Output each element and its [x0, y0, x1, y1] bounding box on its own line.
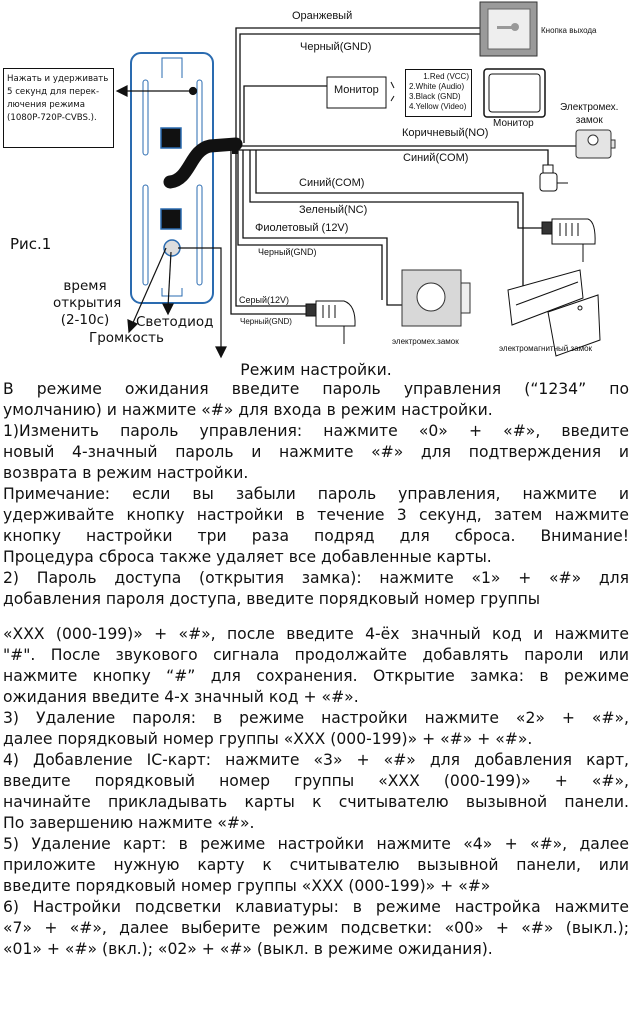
text-line: Примечание: если вы забыли пароль управл… [3, 485, 629, 503]
text-line: ожидания введите 4-х значный код + «#». [3, 688, 359, 706]
monitor-label: Монитор [493, 118, 534, 129]
wire-label-gray-12v: Серый(12V) [239, 295, 290, 305]
wire-label-violet-12v: Фиолетовый (12V) [255, 222, 349, 234]
power-adapter-2 [541, 218, 596, 262]
monitor-box-label: Монитор [334, 84, 379, 96]
text-line: удерживайте кнопку настройки в течение 3… [3, 506, 629, 524]
text-line: 6) Настройки подсветки клавиатуры: в реж… [3, 898, 629, 916]
text-line: приложите нужную карту к считывателю выз… [3, 856, 629, 874]
open-time-line: время [63, 278, 107, 294]
instructions: Режим настройки. В режиме ожидания введи… [3, 361, 629, 960]
led-label: Светодиод [136, 314, 214, 330]
text-line: возврата в режим настройки. [3, 464, 249, 482]
paragraph: 5) Удаление карт: в режиме настройки наж… [3, 834, 629, 897]
text-line: начинайте прикладывать карты к считывате… [3, 793, 629, 811]
text-line: «7» + «#», далее выберите режим подсветк… [3, 919, 629, 937]
wire-label-blue-com: Синий(COM) [299, 177, 365, 189]
text-line: введите порядковый номер группы «XXX (00… [3, 877, 491, 895]
text-line: нажмите кнопку “#” для сохранения. Откры… [3, 667, 629, 685]
text-line: По завершению нажмите «#». [3, 814, 255, 832]
text-line: Процедура сброса также удаляет все добав… [3, 548, 492, 566]
paragraph: 4) Добавление IC-карт: нажмите «3» + «#»… [3, 750, 629, 834]
mode-switch-note: Нажать и удерживать 5 секунд для перек- … [3, 68, 114, 148]
text-line: далее порядковый номер группы «XXX (000-… [3, 730, 533, 748]
text-line: 3) Удаление пароля: в режиме настройки н… [3, 709, 629, 727]
pinout-item: 1.Red (VCC) [423, 72, 469, 81]
cable [163, 137, 243, 189]
pinout-item: 4.Yellow (Video) [409, 102, 467, 111]
exit-button-device [479, 1, 538, 57]
text-line: "#". После звукового сигнала продолжайте… [3, 646, 629, 664]
paragraph: 3) Удаление пароля: в режиме настройки н… [3, 708, 629, 750]
text-line: В режиме ожидания введите пароль управле… [3, 380, 629, 398]
open-time-line: (2-10с) [60, 312, 110, 328]
text-line: 5) Удаление карт: в режиме настройки наж… [3, 835, 629, 853]
wire-label-green-nc: Зеленый(NC) [299, 204, 368, 216]
monitor-pinout: 1.Red (VCC) 2.White (Audio) 3.Black (GND… [405, 69, 472, 117]
wire-violet-12v [242, 150, 402, 306]
electromech-lock-top-device [575, 129, 616, 159]
magnetic-lock-device [507, 269, 601, 357]
text-line: введите порядковый номер группы «XXX (00… [3, 772, 629, 790]
label-line: Электромех. [560, 102, 619, 113]
magnetic-lock-label: электромагнитный замок [499, 344, 593, 353]
instructions-block-2: «XXX (000-199)» + «#», после введите 4-ё… [3, 624, 629, 960]
exit-button-label: Кнопка выхода [541, 26, 597, 35]
wiring-diagram: Нажать и удерживать 5 секунд для перек- … [0, 0, 634, 365]
monitor-box [326, 76, 387, 109]
wire-label-black-gnd: Черный(GND) [300, 41, 372, 53]
paragraph: «XXX (000-199)» + «#», после введите 4-ё… [3, 624, 629, 708]
text-line: новый 4-значный пароль и нажмите «#» для… [3, 443, 629, 461]
open-time-line: открытия [53, 295, 122, 311]
power-adapter-3 [305, 300, 356, 344]
figure-label: Рис.1 [10, 235, 52, 253]
note-line: лючения режима [7, 100, 86, 110]
wire-monitor [243, 85, 327, 143]
text-line: «01» + «#» (вкл.); «02» + «#» (выкл. в р… [3, 940, 493, 958]
power-adapter-1 [539, 164, 568, 192]
note-line: 5 секунд для перек- [7, 87, 100, 97]
wire-label-black-gnd: Черный(GND) [258, 247, 317, 257]
electromech-lock-device [401, 269, 471, 327]
wire-blue-com-1 [236, 149, 549, 165]
paragraph: 1)Изменить пароль управления: нажмите «0… [3, 421, 629, 484]
wire-green-nc [249, 150, 542, 229]
label-line: замок [575, 115, 603, 126]
instructions-block-1: В режиме ожидания введите пароль управле… [3, 379, 629, 610]
text-line: добавления пароля доступа, введите поряд… [3, 590, 541, 608]
wiring-diagram-graphic [115, 1, 616, 359]
paragraph: 6) Настройки подсветки клавиатуры: в реж… [3, 897, 629, 960]
paragraph: 2) Пароль доступа (открытия замка): нажм… [3, 568, 629, 610]
open-time-label: время открытия (2-10с) [53, 278, 122, 329]
wire-label-brown-no: Коричневый(NO) [402, 127, 489, 139]
electromech-lock-label: электромех.замок [392, 337, 459, 346]
wire-label-orange: Оранжевый [292, 10, 353, 22]
wire-label-blue-com: Синий(COM) [403, 152, 469, 164]
text-line: 1)Изменить пароль управления: нажмите «0… [3, 422, 629, 440]
paragraph: В режиме ожидания введите пароль управле… [3, 379, 629, 421]
wire-black-gnd-2 [237, 150, 383, 300]
pinout-item: 2.White (Audio) [409, 82, 465, 91]
text-line: умолчанию) и нажмите «#» для входа в реж… [3, 401, 493, 419]
wire-orange [235, 27, 482, 143]
text-line: 4) Добавление IC-карт: нажмите «3» + «#»… [3, 751, 629, 769]
text-line: 2) Пароль доступа (открытия замка): нажм… [3, 569, 629, 587]
note-line: Нажать и удерживать [7, 74, 109, 84]
pinout-item: 3.Black (GND) [409, 92, 461, 101]
paragraph: Примечание: если вы забыли пароль управл… [3, 484, 629, 568]
electromech-lock-top-label: Электромех. замок [560, 101, 618, 127]
wire-black-gnd-1 [239, 33, 482, 143]
volume-label: Громкость [89, 330, 164, 346]
wire-blue-com-2 [255, 150, 524, 290]
wire-gray-12v [235, 150, 306, 307]
monitor-device [483, 68, 546, 118]
wire-label-black-gnd: Черный(GND) [240, 317, 292, 326]
text-line: кнопку настройки три раза подряд для сбр… [3, 527, 629, 545]
wire-black-gnd-3 [230, 150, 306, 315]
note-line: (1080P-720P-CVBS.). [7, 113, 97, 123]
section-title: Режим настройки. [240, 361, 392, 379]
text-line: «XXX (000-199)» + «#», после введите 4-ё… [3, 625, 629, 643]
